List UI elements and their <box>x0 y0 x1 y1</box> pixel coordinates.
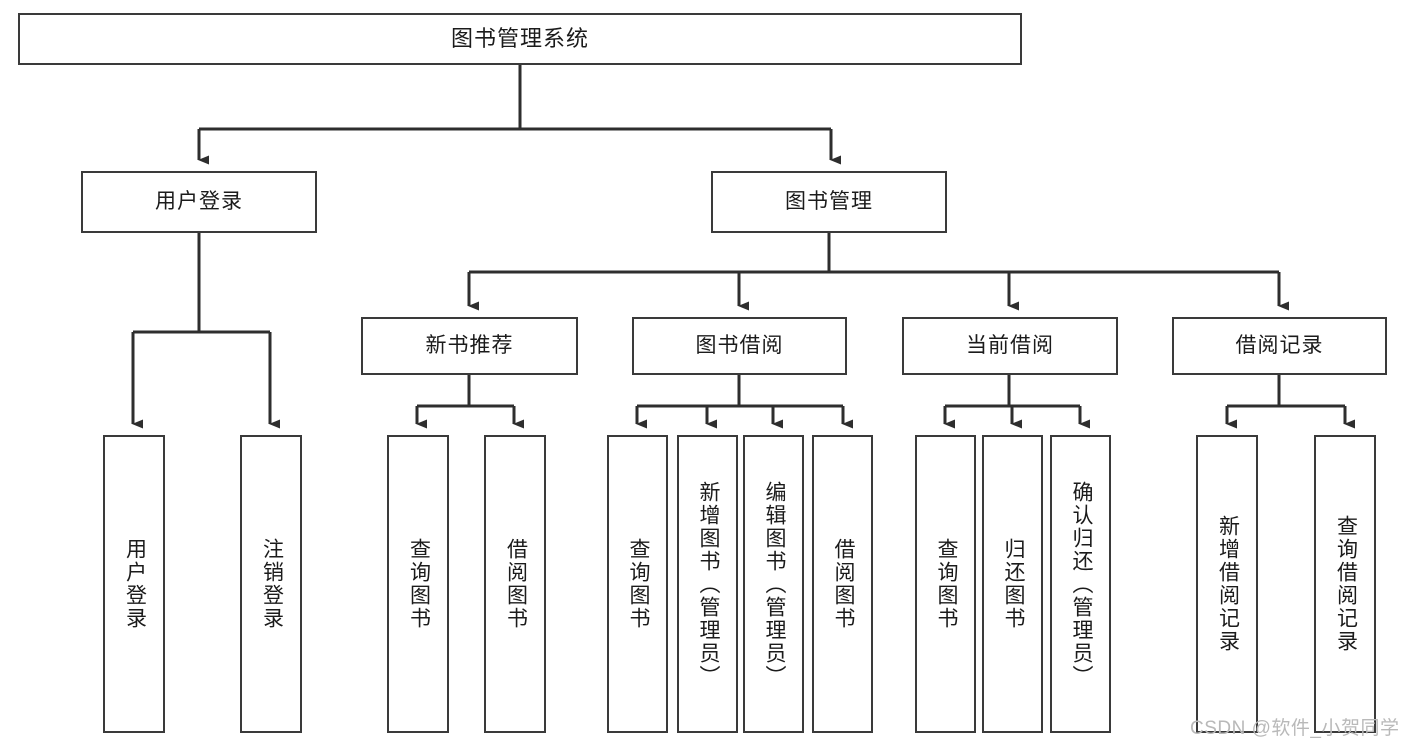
leaf-book-borrow-query[interactable]: 查询图书 <box>607 435 668 733</box>
leaf-book-borrow-borrow[interactable]: 借阅图书 <box>812 435 873 733</box>
leaf-label: 注销登录 <box>260 538 284 630</box>
leaf-label: 借阅图书 <box>831 538 855 630</box>
leaf-borrow-record-query[interactable]: 查询借阅记录 <box>1314 435 1376 733</box>
leaf-book-borrow-add[interactable]: 新增图书（管理员） <box>677 435 738 733</box>
node-current-borrow[interactable]: 当前借阅 <box>902 317 1118 375</box>
node-new-book-recommend[interactable]: 新书推荐 <box>361 317 578 375</box>
leaf-label: 新增借阅记录 <box>1216 515 1240 653</box>
leaf-new-book-borrow[interactable]: 借阅图书 <box>484 435 546 733</box>
leaf-current-borrow-return[interactable]: 归还图书 <box>982 435 1043 733</box>
leaf-label: 查询图书 <box>934 538 958 630</box>
leaf-book-borrow-edit[interactable]: 编辑图书（管理员） <box>743 435 804 733</box>
leaf-user-login-login[interactable]: 用户登录 <box>103 435 165 733</box>
node-book-borrow[interactable]: 图书借阅 <box>632 317 847 375</box>
leaf-label: 查询图书 <box>407 538 431 630</box>
node-borrow-record[interactable]: 借阅记录 <box>1172 317 1387 375</box>
leaf-label: 确认归还（管理员） <box>1069 480 1093 688</box>
leaf-new-book-query[interactable]: 查询图书 <box>387 435 449 733</box>
leaf-label: 查询图书 <box>626 538 650 630</box>
node-root-system[interactable]: 图书管理系统 <box>18 13 1022 65</box>
leaf-label: 新增图书（管理员） <box>696 480 720 688</box>
leaf-current-borrow-confirm-return[interactable]: 确认归还（管理员） <box>1050 435 1111 733</box>
leaf-label: 归还图书 <box>1001 538 1025 630</box>
leaf-label: 用户登录 <box>123 538 147 630</box>
leaf-current-borrow-query[interactable]: 查询图书 <box>915 435 976 733</box>
leaf-user-login-logout[interactable]: 注销登录 <box>240 435 302 733</box>
leaf-label: 编辑图书（管理员） <box>762 480 786 688</box>
leaf-label: 借阅图书 <box>504 538 528 630</box>
watermark: CSDN @软件_小贺同学 <box>1190 718 1400 739</box>
node-user-login[interactable]: 用户登录 <box>81 171 317 233</box>
node-book-management[interactable]: 图书管理 <box>711 171 947 233</box>
leaf-borrow-record-add[interactable]: 新增借阅记录 <box>1196 435 1258 733</box>
leaf-label: 查询借阅记录 <box>1334 515 1358 653</box>
